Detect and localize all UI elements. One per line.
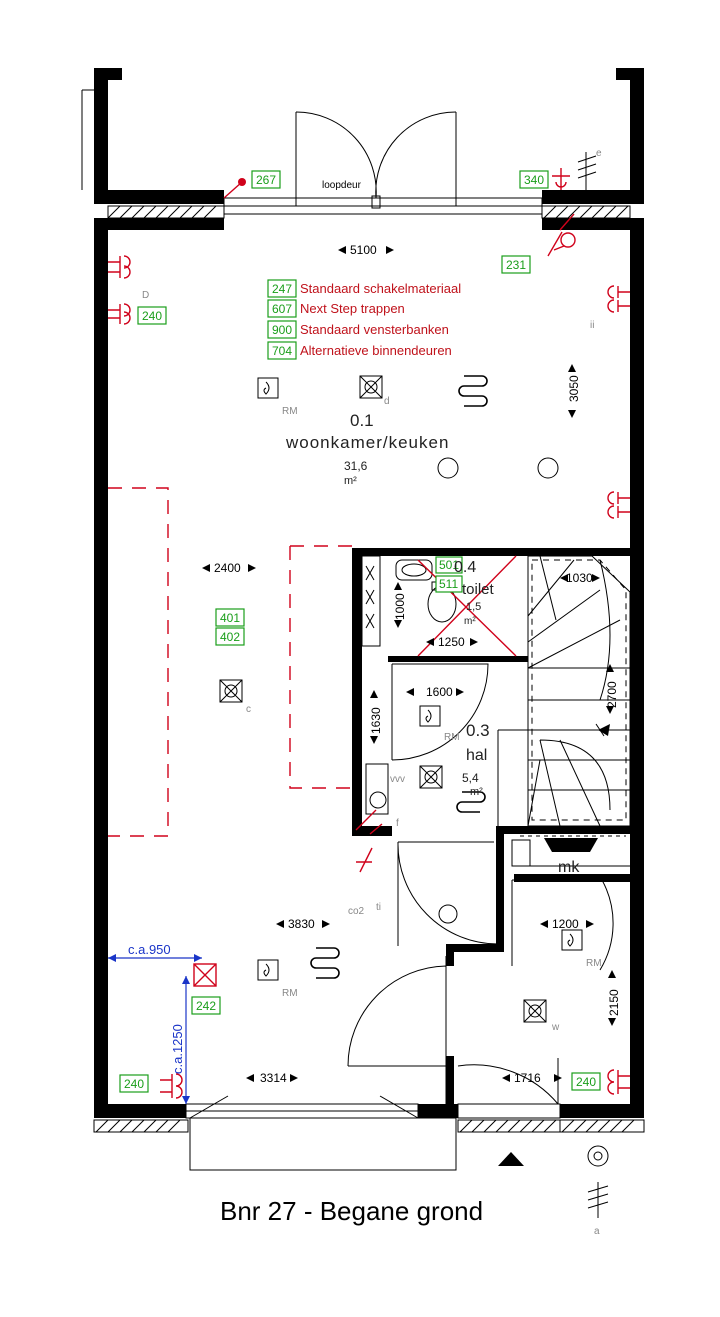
tag-501: 501 [439, 558, 459, 572]
legend-code: 900 [272, 323, 292, 337]
room-name-toilet: toilet [462, 581, 495, 598]
rm-label: RM [444, 732, 460, 743]
room-area-hal: 5,4 [462, 771, 479, 785]
tag-240-c: 240 [576, 1075, 596, 1089]
tag-labels: 267 340 231 240 401 402 501 511 242 240 … [124, 173, 596, 1091]
dim-1000: 1000 [393, 593, 407, 620]
c-label: c [246, 704, 251, 715]
legend-text: Standaard schakelmateriaal [300, 281, 461, 296]
legend-code: 607 [272, 302, 292, 316]
radiators [310, 375, 488, 979]
legend-code: 704 [272, 344, 292, 358]
dim-5100: 5100 [350, 243, 377, 257]
dim-1630: 1630 [369, 707, 383, 734]
reference-lines [108, 954, 202, 1104]
rm-label: RM [586, 958, 602, 969]
earth-symbols [498, 152, 609, 1218]
room-name-hal: hal [466, 747, 487, 764]
dim-2700: 2700 [605, 681, 619, 708]
ti-label: ti [376, 902, 381, 913]
wall-hatching [81, 89, 645, 1133]
room-number-toilet: 0.4 [454, 559, 476, 576]
room-name-living: woonkamer/keuken [285, 433, 449, 452]
tag-267: 267 [256, 173, 276, 187]
legend-text: Alternatieve binnendeuren [300, 343, 452, 358]
misc-fixtures [365, 763, 630, 867]
legend-code: 247 [272, 282, 292, 296]
dim-ca1250: c.a.1250 [170, 1024, 185, 1074]
page-title: Bnr 27 - Begane grond [220, 1196, 483, 1226]
dim-ca950: c.a.950 [128, 942, 171, 957]
D-label: D [142, 290, 149, 301]
smoke-detectors [257, 377, 583, 981]
room-number-hal: 0.3 [466, 721, 490, 740]
light-symbols [219, 190, 609, 1167]
dim-2400: 2400 [214, 561, 241, 575]
tag-242: 242 [196, 999, 216, 1013]
interior-doors [347, 663, 614, 1105]
vvv-label: vvv [390, 774, 405, 785]
tag-boxes [119, 170, 601, 1093]
door-label: loopdeur [322, 180, 362, 191]
e-label: e [596, 148, 602, 159]
double-door [295, 111, 457, 209]
legend: 247 Standaard schakelmateriaal 607 Next … [272, 281, 461, 358]
room-area-living: 31,6 [344, 459, 368, 473]
dim-1250: 1250 [438, 635, 465, 649]
room-number-living: 0.1 [350, 411, 374, 430]
room-name-mk: mk [558, 859, 580, 876]
f-label: f [396, 818, 399, 829]
room-area-toilet: 1,5 [466, 601, 481, 613]
tag-231: 231 [506, 258, 526, 272]
tag-402: 402 [220, 630, 240, 644]
a-label: a [594, 1226, 600, 1237]
room-unit-living: m² [344, 475, 357, 487]
room-labels: 0.1 woonkamer/keuken 31,6 m² 0.4 toilet … [285, 411, 580, 876]
dim-1200: 1200 [552, 917, 579, 931]
dim-1030: 1030 [566, 571, 593, 585]
room-unit-toilet: m² [464, 616, 476, 627]
dim-3830: 3830 [288, 917, 315, 931]
room-unit-hal: m² [470, 786, 483, 798]
symbol-letters: RM RM RM RM co2 d D e a c f vvv ti w ii [142, 148, 602, 1237]
legend-text: Standaard vensterbanken [300, 322, 449, 337]
dim-arrows [202, 246, 616, 1082]
cabinet-outlines [108, 487, 352, 837]
stairs [497, 555, 631, 827]
legend-text: Next Step trappen [300, 301, 405, 316]
dim-3314: 3314 [260, 1071, 287, 1085]
tag-240-a: 240 [142, 309, 162, 323]
dimension-labels: 5100 2400 1030 1600 1250 3830 1200 3314 … [128, 243, 621, 1085]
electrical-symbols [108, 168, 630, 1099]
tag-340: 340 [524, 173, 544, 187]
d-label: d [384, 396, 390, 407]
co2-label: co2 [348, 906, 365, 917]
dim-1600: 1600 [426, 685, 453, 699]
rm-label: RM [282, 406, 298, 417]
ii-label: ii [590, 320, 594, 331]
window-frames [185, 197, 561, 1171]
dim-1716: 1716 [514, 1071, 541, 1085]
w-label: w [551, 1022, 560, 1033]
dim-2150: 2150 [607, 989, 621, 1016]
tag-511: 511 [439, 577, 458, 591]
rm-label: RM [282, 988, 298, 999]
tag-401: 401 [220, 611, 240, 625]
dim-3050: 3050 [567, 375, 581, 402]
tag-240-b: 240 [124, 1077, 144, 1091]
walls [94, 68, 644, 1118]
